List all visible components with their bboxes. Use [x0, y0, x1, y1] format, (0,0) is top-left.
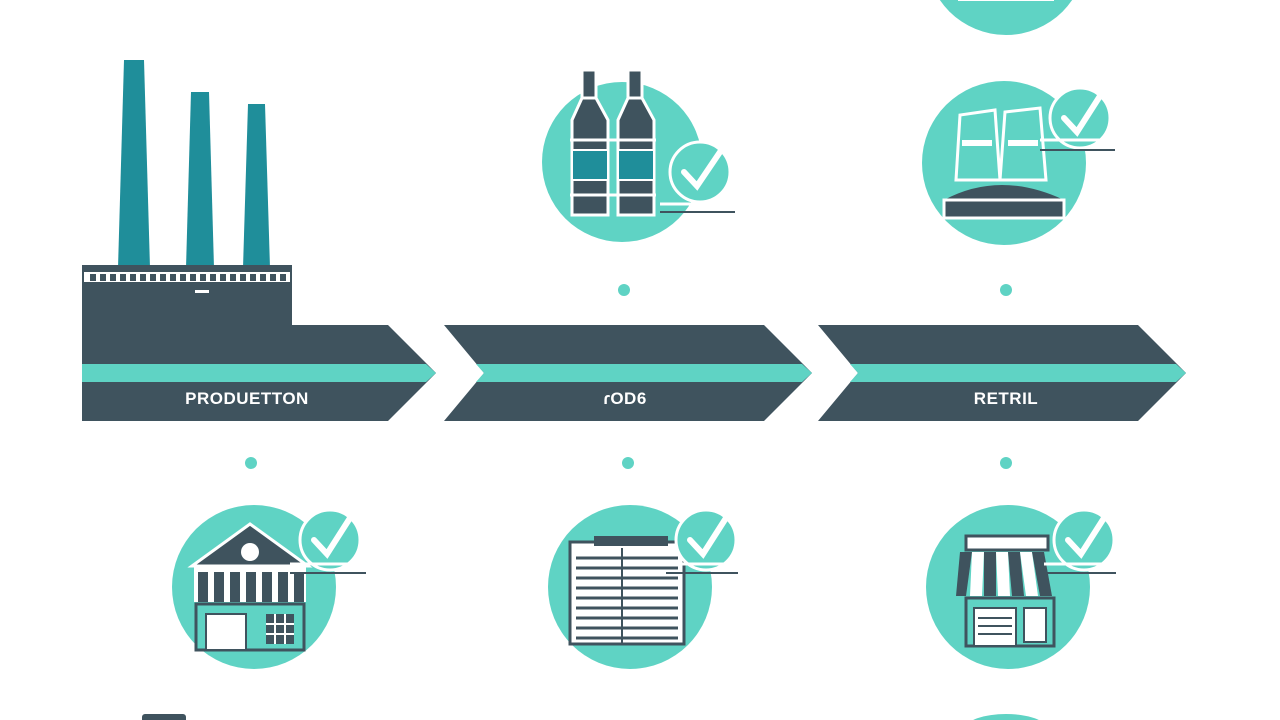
- bottles-check-icon: [542, 68, 745, 242]
- arrow-production: [82, 325, 436, 421]
- storefront-check-icon: [926, 505, 1126, 669]
- arrow-retail: [818, 325, 1186, 421]
- factory-icon: [82, 60, 292, 325]
- document-check-icon: [548, 505, 748, 669]
- stage-label-production: PRODUETTON: [185, 389, 309, 408]
- warehouse-check-icon: [172, 505, 376, 669]
- dot-bottom-right: [1000, 457, 1012, 469]
- dot-bottom-left: [245, 457, 257, 469]
- stage-label-middle: ɾOD6: [603, 389, 647, 408]
- dot-top-middle: [618, 284, 630, 296]
- bags-check-icon: [922, 81, 1125, 245]
- arrow-middle: [444, 325, 812, 421]
- dot-top-right: [1000, 284, 1012, 296]
- bottom-cropped-shapes: [142, 714, 1039, 720]
- dot-bottom-middle: [622, 457, 634, 469]
- stage-label-retail: RETRIL: [973, 389, 1039, 408]
- connector-dots: [245, 284, 1012, 469]
- top-cropped-circle: [939, 0, 1073, 35]
